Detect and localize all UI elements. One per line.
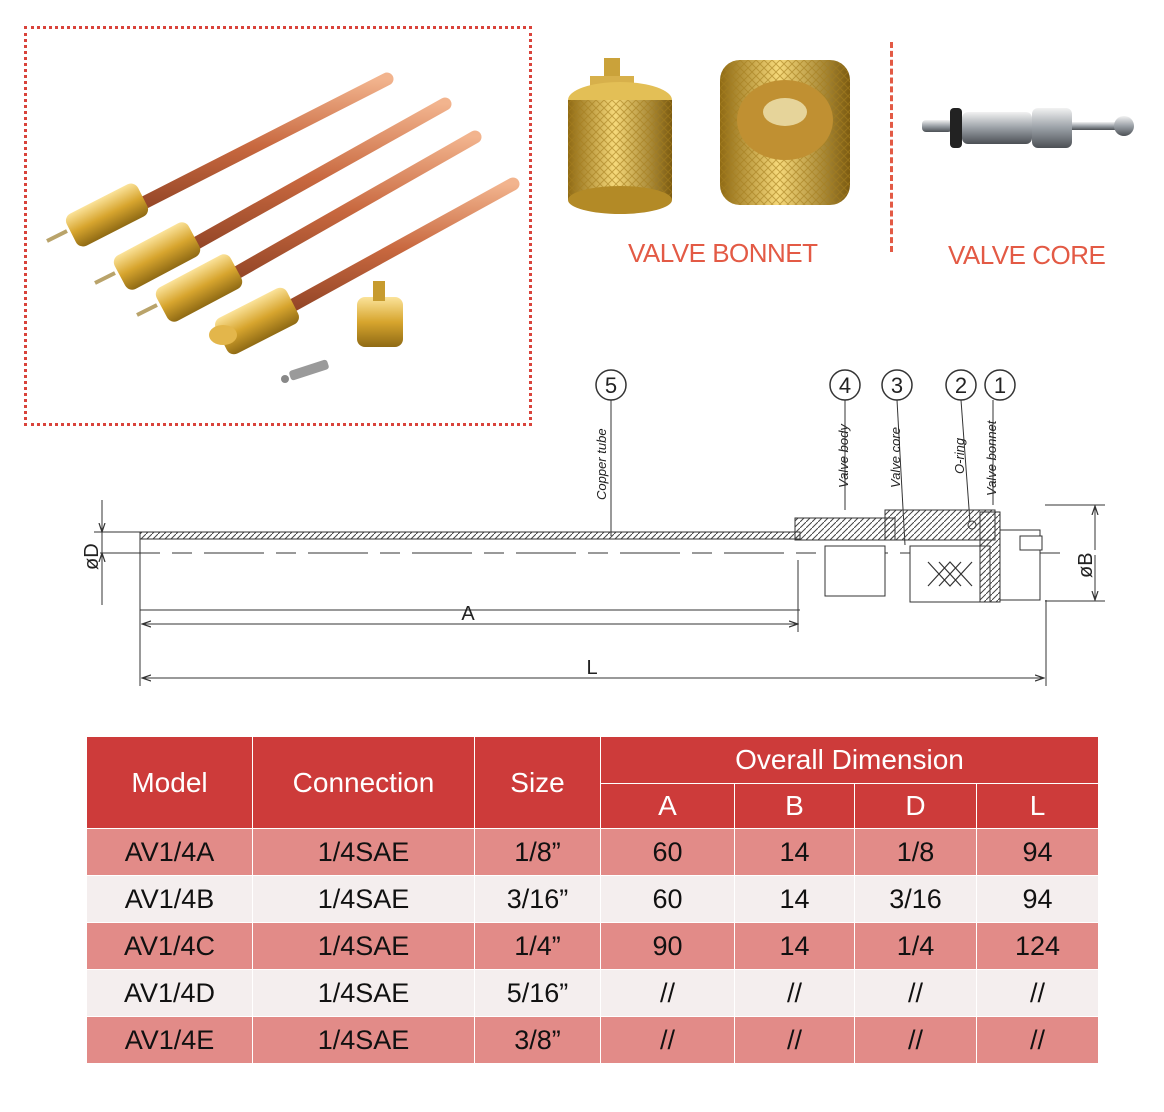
callout-4-label: Valve body — [836, 423, 851, 488]
product-photo-frame — [24, 26, 532, 426]
dim-l-label: L — [586, 657, 597, 679]
callout-2-label: O-ring — [952, 437, 967, 474]
cell-b: // — [734, 969, 855, 1017]
dim-d-label: øD — [81, 543, 103, 570]
cell-model: AV1/4E — [86, 1016, 253, 1064]
header-l: L — [976, 783, 1099, 829]
cell-d: 1/8 — [854, 828, 977, 876]
header-connection: Connection — [252, 736, 475, 829]
cell-l: 94 — [976, 875, 1099, 923]
cell-b: 14 — [734, 922, 855, 970]
cell-connection: 1/4SAE — [252, 922, 475, 970]
cell-size: 5/16” — [474, 969, 601, 1017]
callout-2-number: 2 — [955, 373, 967, 398]
valve-bonnet-caption: VALVE BONNET — [628, 238, 818, 268]
valve-core-photo — [922, 108, 1134, 148]
dimension-d: øD — [81, 500, 140, 605]
header-overall-dimension: Overall Dimension — [600, 736, 1099, 784]
cell-connection: 1/4SAE — [252, 1016, 475, 1064]
cell-a: 60 — [600, 875, 735, 923]
cell-size: 3/16” — [474, 875, 601, 923]
copper-tube-wall — [139, 531, 801, 540]
cell-a: 60 — [600, 828, 735, 876]
cell-d: 3/16 — [854, 875, 977, 923]
cell-l: // — [976, 969, 1099, 1017]
valve-core-caption: VALVE CORE — [948, 240, 1106, 270]
technical-drawing: 5 Copper tube 4 Valve body 3 Valve core … — [81, 369, 1105, 686]
header-size: Size — [474, 736, 601, 829]
cell-d: 1/4 — [854, 922, 977, 970]
table-row: AV1/4B 1/4SAE 3/16” 60 14 3/16 94 — [86, 875, 1099, 923]
dim-a-label: A — [461, 603, 475, 625]
cell-l: 124 — [976, 922, 1099, 970]
callout-4: 4 Valve body — [829, 369, 861, 510]
section-divider — [890, 42, 893, 252]
valve-body-drawing — [794, 509, 1043, 603]
cell-connection: 1/4SAE — [252, 969, 475, 1017]
cell-a: // — [600, 1016, 735, 1064]
cell-a: // — [600, 969, 735, 1017]
cell-size: 3/8” — [474, 1016, 601, 1064]
table-row: AV1/4A 1/4SAE 1/8” 60 14 1/8 94 — [86, 828, 1099, 876]
callout-2: 2 O-ring — [945, 369, 977, 523]
header-d: D — [854, 783, 977, 829]
callout-4-number: 4 — [839, 373, 851, 398]
callout-1-number: 1 — [994, 373, 1006, 398]
cell-model: AV1/4C — [86, 922, 253, 970]
access-valve-photo — [46, 72, 520, 383]
header-model: Model — [86, 736, 253, 829]
table-row: AV1/4D 1/4SAE 5/16” // // // // — [86, 969, 1099, 1017]
cell-model: AV1/4B — [86, 875, 253, 923]
dimension-l: L — [139, 600, 1047, 686]
callout-5-label: Copper tube — [594, 428, 609, 500]
cell-b: 14 — [734, 875, 855, 923]
spec-table: Model Connection Size Overall Dimension … — [86, 736, 1099, 1064]
cell-a: 90 — [600, 922, 735, 970]
header-a: A — [600, 783, 735, 829]
cell-b: // — [734, 1016, 855, 1064]
cell-b: 14 — [734, 828, 855, 876]
callout-5-number: 5 — [605, 373, 617, 398]
callout-1-label: Valve bonnet — [984, 419, 999, 496]
callout-3-label: Valve core — [888, 427, 903, 488]
valve-bonnet-photo — [568, 58, 850, 214]
dimension-a: A — [142, 560, 798, 632]
table-row: AV1/4C 1/4SAE 1/4” 90 14 1/4 124 — [86, 922, 1099, 970]
callout-5: 5 Copper tube — [594, 369, 627, 536]
cell-l: 94 — [976, 828, 1099, 876]
cell-connection: 1/4SAE — [252, 875, 475, 923]
cell-size: 1/8” — [474, 828, 601, 876]
cell-model: AV1/4A — [86, 828, 253, 876]
header-b: B — [734, 783, 855, 829]
cell-size: 1/4” — [474, 922, 601, 970]
callout-1: 1 Valve bonnet — [984, 369, 1016, 505]
cell-l: // — [976, 1016, 1099, 1064]
cell-d: // — [854, 969, 977, 1017]
cell-model: AV1/4D — [86, 969, 253, 1017]
callout-3-number: 3 — [891, 373, 903, 398]
table-row: AV1/4E 1/4SAE 3/8” // // // // — [86, 1016, 1099, 1064]
cell-d: // — [854, 1016, 977, 1064]
dim-b-label: øB — [1075, 552, 1097, 578]
dimension-b: øB — [1045, 504, 1105, 602]
cell-connection: 1/4SAE — [252, 828, 475, 876]
